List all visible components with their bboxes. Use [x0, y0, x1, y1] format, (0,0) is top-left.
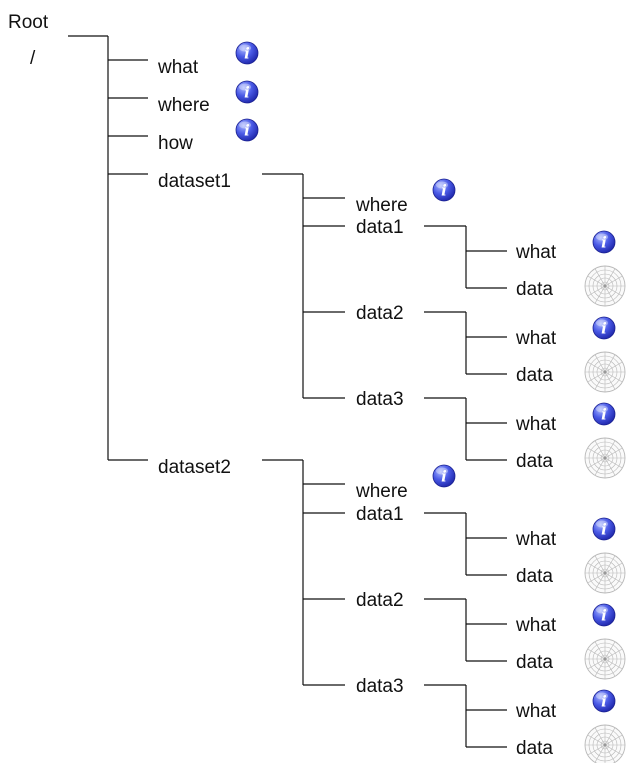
dataset2-label: dataset2: [158, 457, 231, 478]
dataset2-data3-what-label: what: [515, 701, 557, 722]
svg-text:i: i: [601, 234, 607, 252]
info-icon[interactable]: i: [235, 118, 259, 142]
dataset2-data2-label: data2: [356, 590, 404, 611]
info-icon[interactable]: i: [592, 689, 616, 713]
dataset2-data3-label: data3: [356, 676, 404, 697]
dataset1-data3-what-label: what: [515, 414, 557, 435]
svg-text:i: i: [244, 45, 250, 63]
svg-text:i: i: [441, 182, 447, 200]
dataset2-data2-data-label: data: [516, 652, 553, 673]
polar-grid-icon: [584, 638, 626, 680]
dataset1-data1-what-label: what: [515, 242, 557, 263]
info-icon[interactable]: i: [592, 603, 616, 627]
dataset1-data1-data-label: data: [516, 279, 553, 300]
svg-text:i: i: [601, 521, 607, 539]
dataset2-data1-what-label: what: [515, 529, 557, 550]
dataset2-where-label: where: [355, 481, 408, 502]
root-path: /: [30, 48, 36, 69]
dataset2-data1-label: data1: [356, 504, 404, 525]
info-icon[interactable]: i: [592, 316, 616, 340]
info-icon[interactable]: i: [235, 41, 259, 65]
dataset1-label: dataset1: [158, 171, 231, 192]
info-icon[interactable]: i: [432, 178, 456, 202]
svg-text:i: i: [244, 122, 250, 140]
root-item-what: what: [157, 57, 199, 78]
root-item-how: how: [158, 133, 193, 154]
info-icon[interactable]: i: [235, 80, 259, 104]
dataset2-data3-data-label: data: [516, 738, 553, 759]
dataset2-data2-what-label: what: [515, 615, 557, 636]
info-icon[interactable]: i: [592, 517, 616, 541]
root-item-where: where: [157, 95, 210, 116]
polar-grid-icon: [584, 724, 626, 763]
dataset1-data2-label: data2: [356, 303, 404, 324]
svg-text:i: i: [244, 84, 250, 102]
dataset1-where-label: where: [355, 195, 408, 216]
polar-grid-icon: [584, 552, 626, 594]
polar-grid-icon: [584, 437, 626, 479]
info-icon[interactable]: i: [592, 230, 616, 254]
svg-text:i: i: [441, 468, 447, 486]
svg-text:i: i: [601, 693, 607, 711]
dataset1-data2-what-label: what: [515, 328, 557, 349]
svg-text:i: i: [601, 607, 607, 625]
dataset1-data3-label: data3: [356, 389, 404, 410]
svg-text:i: i: [601, 406, 607, 424]
polar-grid-icon: [584, 351, 626, 393]
info-icon[interactable]: i: [592, 402, 616, 426]
info-icon[interactable]: i: [432, 464, 456, 488]
polar-grid-icon: [584, 265, 626, 307]
dataset1-data2-data-label: data: [516, 365, 553, 386]
svg-text:i: i: [601, 320, 607, 338]
dataset2-data1-data-label: data: [516, 566, 553, 587]
root-label: Root: [8, 12, 49, 33]
dataset1-data1-label: data1: [356, 217, 404, 238]
dataset1-data3-data-label: data: [516, 451, 553, 472]
